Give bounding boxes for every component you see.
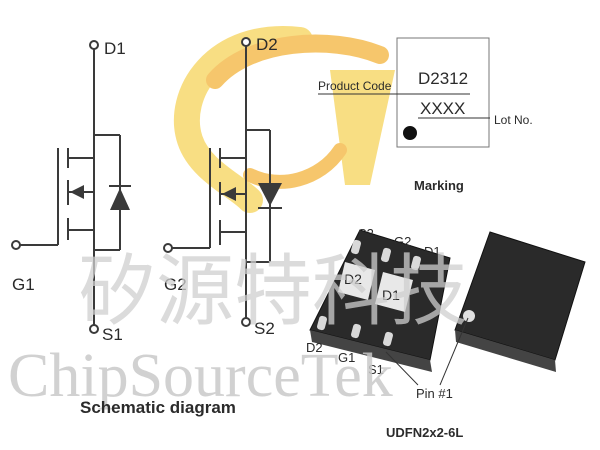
schematic-caption: Schematic diagram [80,398,236,417]
source-label-right: S2 [254,319,275,338]
drain-terminal-left [89,40,99,50]
source-terminal-left [89,324,99,334]
mosfet-left-schematic [11,40,131,334]
marking-caption: Marking [414,178,464,193]
body-arrow-right [222,187,236,201]
die-pad-d1 [375,272,413,312]
marking-box [396,37,490,148]
gate-terminal-left [11,240,21,250]
pin-label-bottom-3: S1 [368,362,384,377]
pin1-dot-marking [403,126,417,140]
pin-pad-bottom-3 [382,331,394,347]
body-diode-right [258,183,282,206]
lot-label: Lot No. [494,113,533,127]
lot-code-value: XXXX [420,99,465,118]
pin-label-top-1: S2 [358,226,374,241]
drain-label-right: D2 [256,35,278,54]
pin-pad-bottom-1 [316,315,328,331]
chipsourcetek-logo-mark [173,25,395,213]
drain-terminal-right [241,37,251,47]
gate-label-left: G1 [12,275,35,294]
body-arrow-left [70,185,84,199]
body-diode-left [110,188,130,210]
package-bottom-view [454,231,586,372]
product-code-value: D2312 [418,69,468,88]
package-name-caption: UDFN2x2-6L [386,425,463,440]
source-label-left: S1 [102,325,123,344]
package-side-bottom [455,330,556,372]
pin-pad-top-1 [350,239,362,255]
pin1-leader [439,317,469,386]
die-label-d1: D1 [382,287,400,303]
pin-pad-top-3 [410,255,422,271]
mosfet-right-schematic [163,37,282,327]
die-pad-d2 [338,262,375,300]
product-code-label: Product Code [318,79,392,93]
pin-label-bottom-2: G1 [338,350,355,365]
pin-pad-bottom-2 [350,323,362,339]
pin1-label: Pin #1 [416,386,453,401]
package-side-top [310,330,432,372]
gate-label-right: G2 [164,275,187,294]
pin1-dot-package [463,310,475,322]
source-terminal-right [241,317,251,327]
gate-terminal-right [163,243,173,253]
package-top-view [309,229,451,372]
pin-pad-top-2 [380,247,392,263]
pin-label-top-3: D1 [424,244,441,259]
marking-diagram [318,37,490,148]
watermark-english: ChipSourceTek [8,342,393,410]
watermark-chinese: 矽源特科技 [78,247,468,337]
drain-label-left: D1 [104,39,126,58]
pin-label-top-2: G2 [394,234,411,249]
pin1-leader-2 [385,351,419,386]
pin-label-bottom-1: D2 [306,340,323,355]
die-label-d2: D2 [344,271,362,287]
